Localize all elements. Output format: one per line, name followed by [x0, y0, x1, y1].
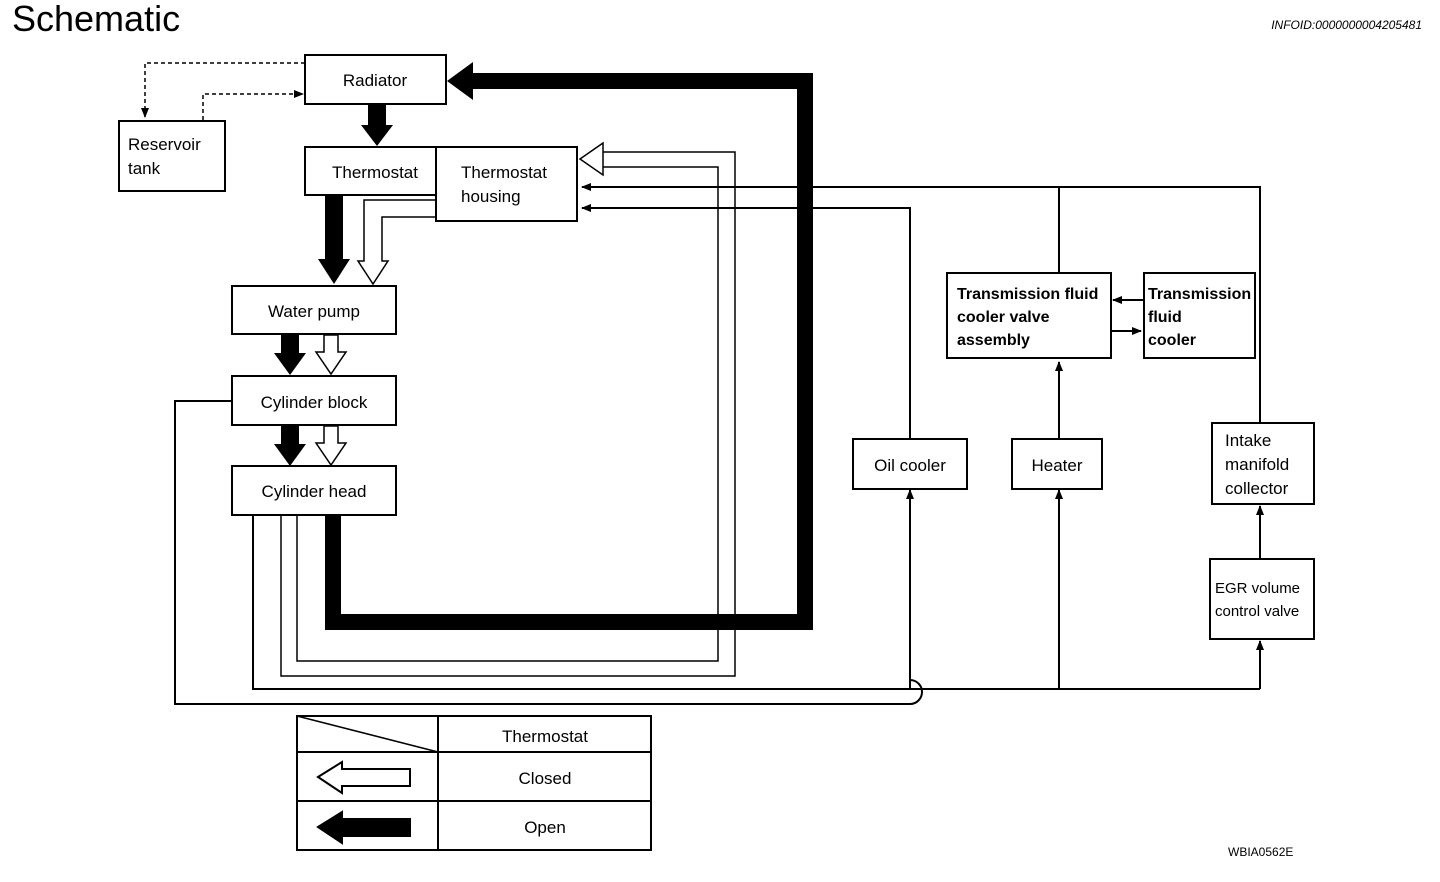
egr-volume-control-valve-box: EGR volume control valve — [1209, 558, 1315, 640]
open-arrow-block-head — [274, 444, 306, 466]
oil-cooler-box: Oil cooler — [852, 438, 968, 490]
tf-valve-label-line2: cooler valve — [957, 309, 1050, 326]
tf-valve-label-line3: assembly — [957, 332, 1030, 349]
radiator-box: Radiator — [304, 54, 447, 105]
radiator-label: Radiator — [343, 71, 408, 90]
thermostat-housing-label-line1: Thermostat — [461, 163, 547, 182]
intake-label-line2: manifold — [1225, 455, 1289, 474]
water-pump-box: Water pump — [231, 285, 397, 335]
transmission-fluid-cooler-valve-box: Transmission fluid cooler valve assembly — [946, 272, 1112, 359]
open-arrow-radiator-thermostat — [361, 125, 393, 146]
legend-closed-arrow-icon — [316, 760, 411, 795]
thermostat-label: Thermostat — [332, 163, 418, 182]
transmission-fluid-cooler-box: Transmission fluid cooler — [1143, 272, 1256, 359]
legend-open-arrow-icon — [316, 810, 411, 845]
thermostat-housing-box: Thermostat housing — [435, 146, 578, 222]
legend-closed-label: Closed — [519, 769, 572, 788]
thermostat-box: Thermostat — [304, 146, 447, 196]
reservoir-tank-label-line2: tank — [128, 159, 161, 178]
open-flow-arrowhead-radiator — [447, 62, 473, 100]
oil-cooler-label: Oil cooler — [874, 456, 946, 475]
return-line-head-to-heater — [252, 516, 1260, 690]
legend-header: Thermostat — [502, 727, 588, 746]
egr-label-line2: control valve — [1215, 603, 1299, 620]
return-line-oil-cooler — [581, 204, 911, 438]
cylinder-block-label: Cylinder block — [261, 393, 368, 412]
reference-code: WBIA0562E — [1228, 845, 1294, 859]
closed-arrow-housing-pump — [356, 199, 436, 286]
tf-cooler-label-line3: cooler — [1148, 332, 1196, 349]
open-arrow-thermostat-pump — [318, 259, 350, 284]
open-flow-head-to-radiator — [325, 73, 813, 630]
reservoir-dash-out — [141, 62, 305, 118]
intake-manifold-collector-box: Intake manifold collector — [1211, 422, 1315, 505]
intake-label-line1: Intake — [1225, 431, 1271, 450]
reservoir-tank-box: Reservoir tank — [118, 120, 226, 192]
heater-label: Heater — [1031, 456, 1082, 475]
closed-bypass-line-outer — [280, 151, 736, 677]
thermostat-housing-label-line2: housing — [461, 187, 521, 206]
closed-arrow-pump-block — [314, 334, 348, 376]
tf-cooler-label-line2: fluid — [1148, 309, 1182, 326]
tf-cooler-label-line1: Transmission — [1148, 286, 1251, 303]
open-arrow-pump-block — [274, 353, 306, 375]
heater-box: Heater — [1011, 438, 1103, 490]
cylinder-block-box: Cylinder block — [231, 375, 397, 426]
water-pump-label: Water pump — [268, 302, 360, 321]
intake-label-line3: collector — [1225, 479, 1289, 498]
info-id: INFOID:0000000004205481 — [1271, 18, 1422, 32]
cylinder-head-label: Cylinder head — [262, 482, 367, 501]
closed-arrow-block-head — [314, 425, 348, 467]
reservoir-dash-in — [202, 90, 304, 120]
page-title: Schematic — [12, 0, 181, 39]
legend-open-label: Open — [524, 818, 566, 837]
legend-table: Thermostat Closed Open — [296, 715, 652, 851]
return-line-block — [174, 400, 923, 705]
tf-valve-label-line1: Transmission fluid — [957, 286, 1098, 303]
cylinder-head-box: Cylinder head — [231, 465, 397, 516]
reservoir-tank-label-line1: Reservoir — [128, 135, 201, 154]
closed-bypass-line-inner — [296, 166, 719, 662]
return-line-heater-intake — [581, 183, 1261, 422]
closed-bypass-arrowhead — [578, 141, 604, 177]
egr-label-line1: EGR volume — [1215, 580, 1300, 597]
